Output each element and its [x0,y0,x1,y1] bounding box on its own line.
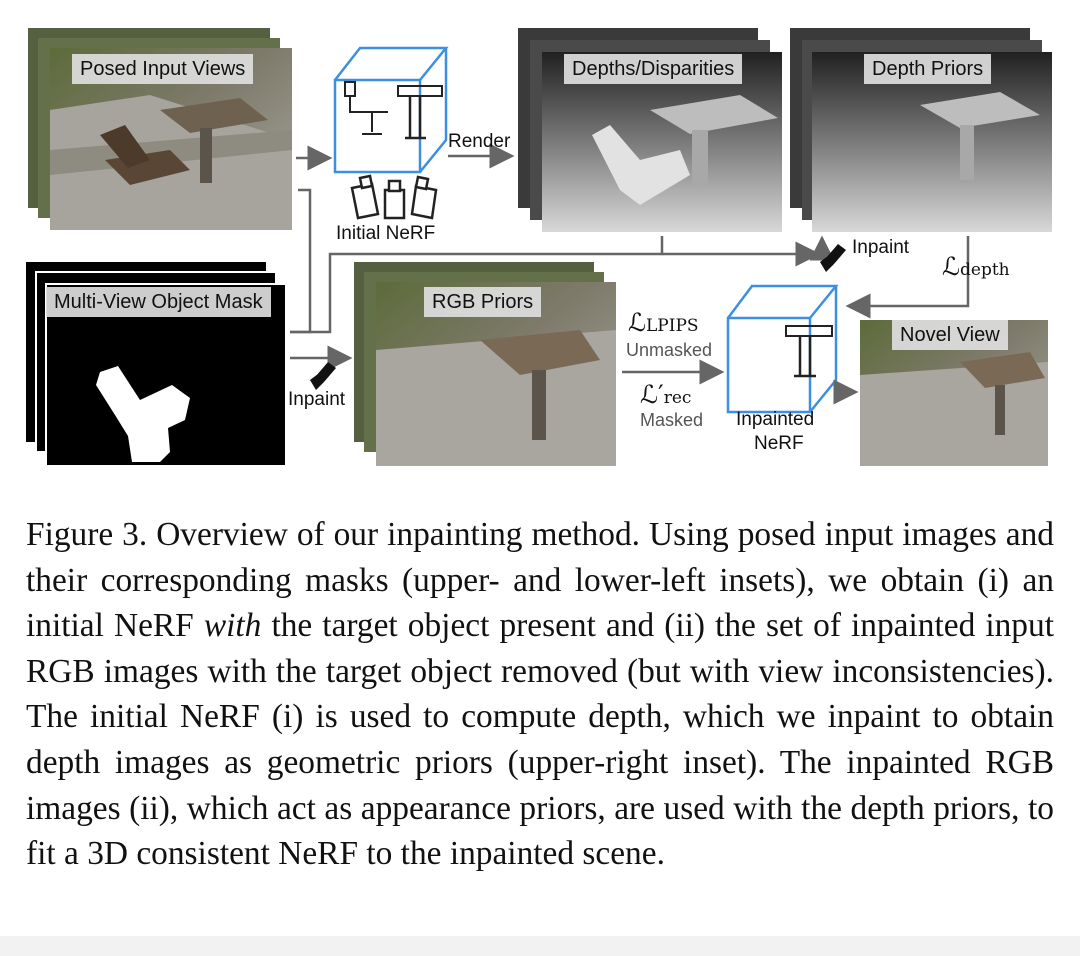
inpaint-rgb-label: Inpaint [288,389,346,410]
multi-view-mask-label: Multi-View Object Mask [46,287,271,317]
initial-nerf-cube-icon [333,46,449,174]
rgb-priors-stack [354,262,616,466]
render-label: Render [448,131,511,152]
initial-nerf-label: Initial NeRF [336,223,436,244]
caption-text-2: the target object present and (ii) the s… [26,607,1054,873]
masked-label: Masked [640,410,704,430]
flow-arrows [290,143,970,405]
rgb-priors-label: RGB Priors [424,287,542,317]
loss-lpips: ℒLPIPS [628,308,699,337]
loss-depth: ℒdepth [942,252,1010,281]
figure-number: Figure 3. [26,516,148,553]
novel-view-label: Novel View [892,320,1008,350]
figure-caption: Figure 3. Overview of our inpainting met… [26,512,1054,877]
inpainted-nerf-label-line1: Inpainted [736,409,815,430]
inpainted-nerf-label-line2: NeRF [754,433,804,454]
unmasked-label: Unmasked [626,340,713,360]
caption-emphasis: with [203,607,262,645]
novel-view-image [860,320,1048,466]
loss-rec: ℒ′rec [640,380,692,409]
method-overview-figure: Posed Input Views Multi-View Object Mask… [26,28,1052,467]
page-bottom-bar [0,936,1080,956]
brush-icon [310,362,336,390]
brush-icon [820,244,846,272]
camera-icon [350,174,438,220]
posed-input-views-label: Posed Input Views [72,54,254,84]
depth-priors-label: Depth Priors [864,54,992,84]
depths-disparities-label: Depths/Disparities [564,54,743,84]
inpainted-nerf-cube-icon [726,284,839,414]
caption-text-1: Overview of our inpainting method. Using… [26,516,1054,645]
inpaint-depth-label: Inpaint [852,237,910,258]
